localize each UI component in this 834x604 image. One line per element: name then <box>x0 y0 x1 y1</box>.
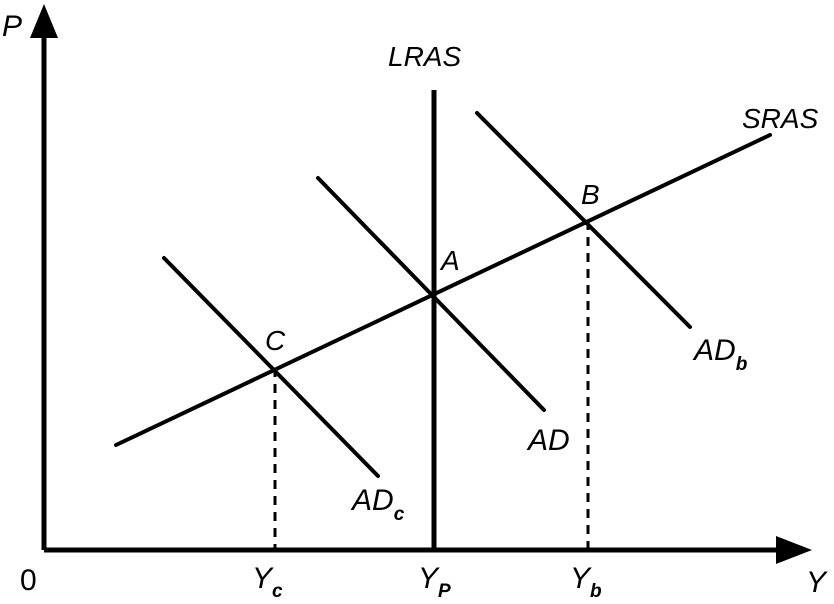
y-axis-arrowhead <box>30 4 58 38</box>
x-axis-label: Y <box>806 566 828 599</box>
ad-c-label: ADc <box>350 484 405 525</box>
ad-line <box>316 176 546 412</box>
tick-yb: Yb <box>570 562 602 602</box>
ad-b-label: ADb <box>692 334 748 375</box>
ad-label: AD <box>526 424 570 457</box>
lras-label: LRAS <box>388 41 461 72</box>
point-c-label: C <box>265 325 286 356</box>
origin-label: 0 <box>20 564 37 597</box>
x-axis-arrowhead <box>776 536 812 564</box>
tick-yp: YP <box>418 562 451 602</box>
ad-b-line <box>475 111 692 329</box>
tick-yc: Yc <box>252 562 283 602</box>
sras-line <box>114 133 772 447</box>
ad-c-line <box>162 256 380 478</box>
sras-label: SRAS <box>742 103 819 134</box>
point-a-label: A <box>439 245 460 276</box>
y-axis-label: P <box>2 10 22 43</box>
point-b-label: B <box>581 179 600 210</box>
